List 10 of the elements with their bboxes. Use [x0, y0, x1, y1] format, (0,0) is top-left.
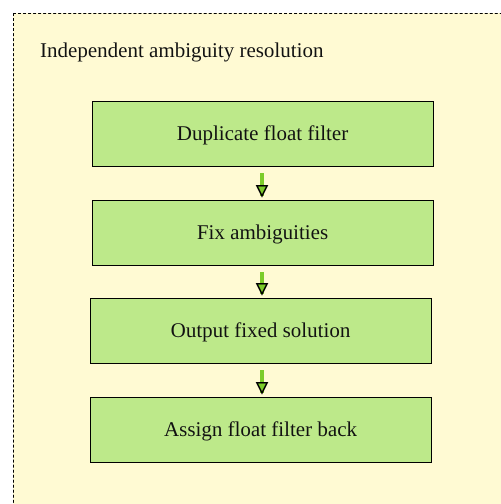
- box-label: Output fixed solution: [170, 318, 350, 343]
- group-title: Independent ambiguity resolution: [40, 38, 324, 63]
- process-box: [92, 100, 434, 166]
- group-container: [13, 13, 501, 504]
- process-box: [90, 298, 432, 364]
- box-label: Fix ambiguities: [196, 220, 328, 245]
- process-box: [92, 200, 434, 266]
- process-box: [90, 396, 432, 462]
- box-label: Assign float filter back: [164, 417, 358, 442]
- box-label: Duplicate float filter: [176, 121, 348, 146]
